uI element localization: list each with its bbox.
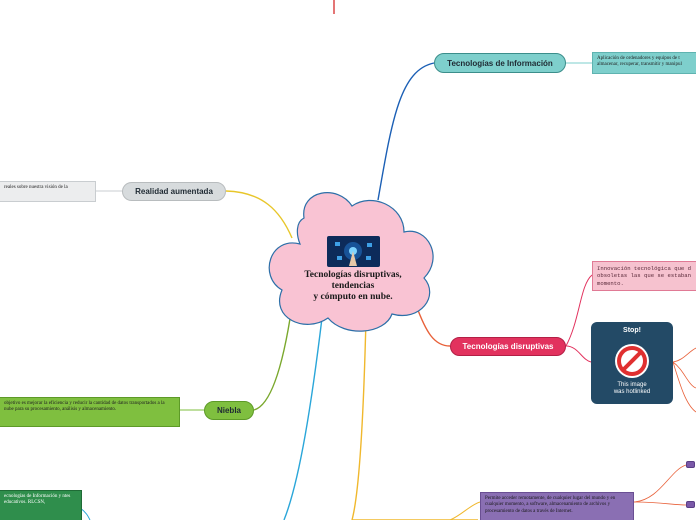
topic-tecnologias-disruptivas-label: Tecnologías disruptivas <box>462 342 554 351</box>
connector-realidad-aumentada <box>225 190 293 239</box>
connector-tecnologias-informacion <box>377 62 435 201</box>
topic-niebla[interactable]: Niebla <box>204 401 254 420</box>
connector-image-sub-2 <box>672 361 696 389</box>
topic-realidad-aumentada-label: Realidad aumentada <box>135 187 213 196</box>
connector-educacion <box>283 317 323 520</box>
connector-td-image <box>565 345 592 363</box>
note-tecnologias-informacion[interactable]: Aplicación de ordenadores y equipos de t… <box>592 52 696 74</box>
hotlinked-image-title: Stop! <box>623 327 641 334</box>
note-realidad-aumentada-text: reales sobre nuestra visión de la <box>4 185 68 190</box>
note-nube-text: Permite acceder remotamente, de cualquie… <box>485 496 616 514</box>
central-topic-title[interactable]: Tecnologías disruptivas, tendencias y có… <box>285 270 421 303</box>
central-title-line-3: y cómputo en nube. <box>313 292 393 302</box>
central-title-line-1: Tecnologías disruptivas, <box>304 270 402 280</box>
note-realidad-aumentada[interactable]: reales sobre nuestra visión de la <box>0 181 96 202</box>
connector-td-note <box>565 274 593 347</box>
note-educacion[interactable]: ecnologías de Información y ntes educati… <box>0 490 82 520</box>
nube-subtopic-1[interactable] <box>686 461 695 468</box>
topic-tecnologias-disruptivas[interactable]: Tecnologías disruptivas <box>450 337 566 356</box>
connector-niebla <box>253 305 293 411</box>
note-tecnologias-disruptivas-text: Innovación tecnológica que d obsoletas l… <box>597 265 691 287</box>
note-educacion-text: ecnologías de Información y ntes educati… <box>4 494 71 506</box>
connector-nube-sub-1 <box>633 464 687 503</box>
connector-image-sub-1 <box>672 347 696 363</box>
note-niebla[interactable]: objetivo es mejorar la eficiencia y redu… <box>0 397 180 427</box>
topic-tecnologias-informacion[interactable]: Tecnologías de Información <box>434 53 566 73</box>
connector-tecnologias-disruptivas <box>415 304 451 347</box>
note-niebla-text: objetivo es mejorar la eficiencia y redu… <box>4 401 165 413</box>
topic-tecnologias-informacion-label: Tecnologías de Información <box>447 58 553 68</box>
note-tecnologias-disruptivas[interactable]: Innovación tecnológica que d obsoletas l… <box>592 261 696 291</box>
connector-image-sub-3 <box>672 361 696 413</box>
topic-realidad-aumentada[interactable]: Realidad aumentada <box>122 182 226 201</box>
connector-nube <box>351 317 367 520</box>
note-nube[interactable]: Permite acceder remotamente, de cualquie… <box>480 492 634 520</box>
no-entry-icon <box>615 344 649 378</box>
topic-niebla-label: Niebla <box>216 406 241 415</box>
hotlinked-caption-line-1: This image <box>617 382 647 388</box>
hotlinked-image-caption: This image was hotlinked <box>591 382 673 396</box>
digital-hand-touch-icon <box>327 236 380 267</box>
nube-subtopic-2[interactable] <box>686 501 695 508</box>
hotlinked-image[interactable]: Stop! This image was hotlinked <box>591 322 673 404</box>
hotlinked-caption-line-2: was hotlinked <box>613 389 651 395</box>
connector-nube-note <box>449 501 481 520</box>
note-tecnologias-informacion-text: Aplicación de ordenadores y equipos de t… <box>597 56 682 68</box>
central-title-line-2: tendencias <box>331 281 375 291</box>
connector-nube-sub-2 <box>633 501 687 506</box>
